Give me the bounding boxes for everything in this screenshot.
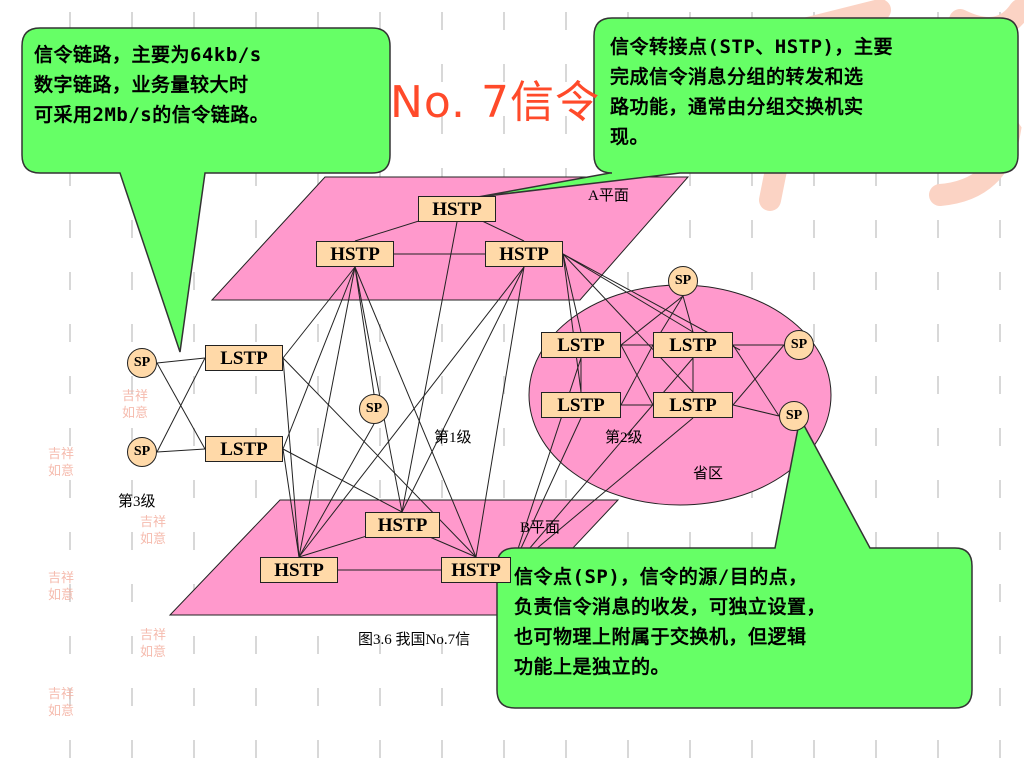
lstp-node-prov-4[interactable]: LSTP [653, 392, 733, 418]
signaling-links [156, 208, 785, 571]
link-line [732, 344, 785, 406]
plane-a-label: A平面 [588, 188, 629, 204]
link-line [298, 266, 356, 558]
seal-decor: 吉祥如意 [47, 571, 74, 603]
seal-decor: 吉祥如意 [139, 515, 166, 547]
slide-title: No. 7信令 [390, 77, 601, 128]
figure-caption: 图3.6 我国No.7信 [358, 632, 471, 648]
callout-line: 也可物理上附属于交换机，但逻辑 [514, 626, 807, 648]
link-line [354, 266, 477, 558]
sp-node-left-top[interactable]: SP [127, 348, 157, 378]
link-line [475, 266, 525, 558]
callout-line: 信令点(SP)，信令的源/目的点， [514, 566, 808, 588]
link-line [282, 266, 356, 359]
link-line [732, 344, 780, 417]
plane-a [210, 176, 690, 301]
lstp-node-prov-1[interactable]: LSTP [541, 332, 621, 358]
level-3-label: 第3级 [118, 494, 156, 510]
link-line [562, 253, 694, 393]
link-line [354, 266, 375, 395]
sp-node-middle[interactable]: SP [359, 394, 389, 424]
callout-line: 数字链路，业务量较大时 [34, 74, 249, 96]
link-line [282, 357, 300, 558]
callout-link-text: 信令链路，主要为64kb/s 数字链路，业务量较大时 可采用2Mb/s的信令链路… [34, 40, 269, 130]
link-line [682, 295, 694, 333]
level-1-label: 第1级 [434, 430, 472, 446]
province-label: 省区 [693, 466, 724, 482]
link-line [282, 448, 300, 558]
hstp-node-b-left[interactable]: HSTP [260, 557, 338, 583]
sp-node-prov-right-top[interactable]: SP [784, 330, 814, 360]
callout-line: 信令转接点(STP、HSTP)，主要 [610, 36, 893, 58]
link-line [298, 423, 375, 558]
callout-line: 完成信令消息分组的转发和选 [610, 66, 864, 88]
callout-line: 可采用2Mb/s的信令链路。 [34, 104, 270, 126]
link-line [401, 266, 525, 513]
callout-line: 路功能，通常由分组交换机实 [610, 96, 864, 118]
callout-stp-text: 信令转接点(STP、HSTP)，主要 完成信令消息分组的转发和选 路功能，通常由… [610, 32, 893, 152]
callout-line: 现。 [610, 126, 650, 148]
link-line [732, 404, 780, 417]
lstp-node-prov-3[interactable]: LSTP [541, 392, 621, 418]
callout-line: 功能上是独立的。 [514, 656, 671, 678]
link-line [282, 448, 403, 513]
callout-line: 负责信令消息的收发，可独立设置， [514, 596, 827, 618]
hstp-node-b-right[interactable]: HSTP [441, 557, 511, 583]
link-line [510, 417, 582, 571]
link-line [562, 253, 582, 333]
link-line [156, 448, 206, 453]
link-line [620, 295, 684, 346]
link-line [282, 357, 477, 558]
callout-line: 信令链路，主要为64kb/s [34, 44, 262, 66]
level-2-label: 第2级 [605, 430, 643, 446]
hstp-node-b-top[interactable]: HSTP [365, 512, 440, 538]
seal-decor: 吉祥如意 [139, 628, 166, 660]
callout-sp-text: 信令点(SP)，信令的源/目的点， 负责信令消息的收发，可独立设置， 也可物理上… [514, 562, 826, 682]
lstp-node-prov-2[interactable]: LSTP [653, 332, 733, 358]
lstp-node-left-bottom[interactable]: LSTP [205, 436, 283, 462]
link-line [156, 357, 206, 453]
link-line [298, 266, 525, 558]
callout-stp-bubble [477, 17, 1019, 198]
sp-node-left-bottom[interactable]: SP [127, 437, 157, 467]
seal-decor: 吉祥如意 [47, 687, 74, 719]
plane-b-label: B平面 [520, 520, 561, 536]
callout-link-bubble [21, 27, 391, 353]
hstp-node-a-right[interactable]: HSTP [485, 241, 563, 267]
link-line [510, 417, 694, 571]
link-line [156, 357, 206, 364]
link-line [620, 344, 654, 406]
seal-decor: 吉祥如意 [47, 447, 74, 479]
hstp-node-a-top[interactable]: HSTP [418, 196, 496, 222]
link-line [562, 253, 694, 333]
sp-node-prov-right-bottom[interactable]: SP [779, 401, 809, 431]
hstp-node-a-left[interactable]: HSTP [316, 241, 394, 267]
link-line [354, 266, 403, 513]
link-line [562, 253, 582, 393]
link-line [401, 221, 458, 513]
lstp-node-left-top[interactable]: LSTP [205, 345, 283, 371]
seal-decor: 吉祥如意 [121, 389, 148, 421]
sp-node-prov-top[interactable]: SP [668, 266, 698, 296]
link-line [282, 266, 356, 450]
